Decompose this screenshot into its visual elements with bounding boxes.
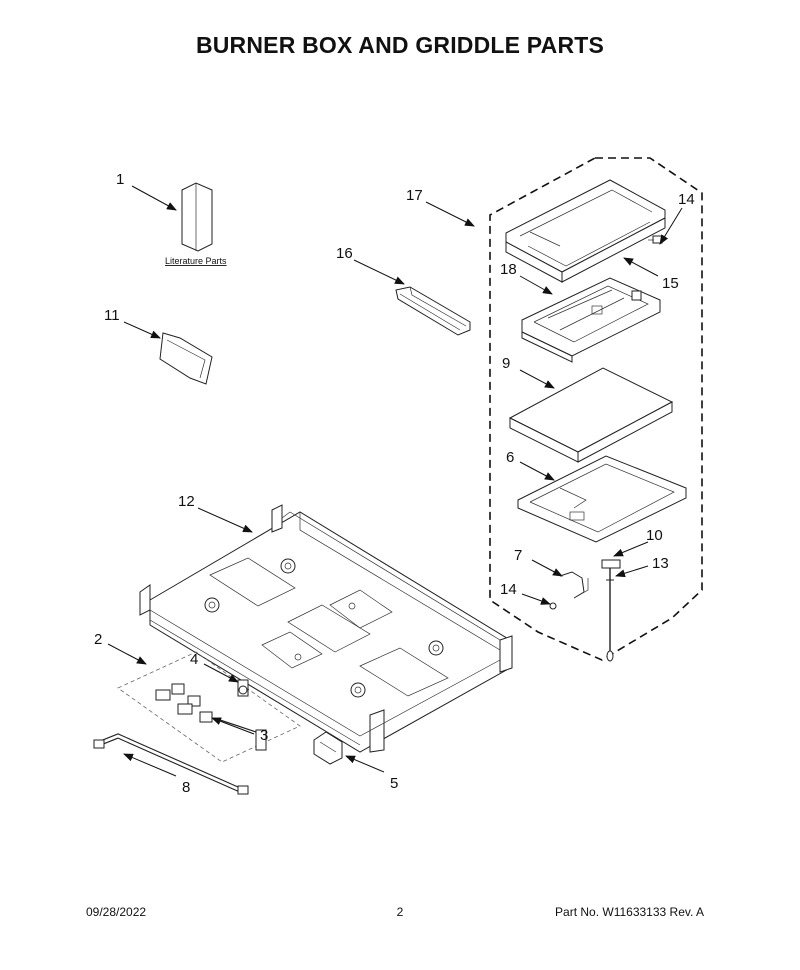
part-6-tray <box>517 455 687 543</box>
literature-parts-caption: Literature Parts <box>165 256 227 266</box>
callout-14-top: 14 <box>678 191 695 208</box>
callout-13: 13 <box>652 555 669 572</box>
callout-2: 2 <box>94 631 102 648</box>
callout-15: 15 <box>662 275 679 292</box>
part-16-trough <box>395 286 471 336</box>
callout-11: 11 <box>104 307 120 324</box>
part-griddle-pan <box>505 179 666 283</box>
part-1-literature <box>181 182 213 252</box>
callout-17: 17 <box>406 187 423 204</box>
callout-12: 12 <box>178 493 195 510</box>
callout-8: 8 <box>182 779 190 796</box>
callout-3: 3 <box>260 727 268 744</box>
part-2-valve-area <box>117 651 301 763</box>
part-9-insulation <box>508 367 674 463</box>
part-10-probe <box>601 559 621 662</box>
page-title: BURNER BOX AND GRIDDLE PARTS <box>195 32 605 58</box>
part-14-screw-top <box>648 235 663 244</box>
callout-9: 9 <box>502 355 510 372</box>
part-7-bracket <box>549 571 589 610</box>
part-2-valves <box>155 683 213 723</box>
part-8-tube <box>93 733 249 795</box>
callout-14-bottom: 14 <box>500 581 517 598</box>
part-18-frame <box>521 277 661 363</box>
part-12-burner-box <box>139 504 513 753</box>
callout-7: 7 <box>514 547 522 564</box>
footer-page-number: 2 <box>396 905 404 919</box>
callout-6: 6 <box>506 449 514 466</box>
part-3-harness <box>213 717 267 751</box>
footer-part-number: Part No. W11633133 Rev. A <box>555 905 704 919</box>
part-5-block <box>313 731 343 765</box>
callout-4: 4 <box>190 651 198 668</box>
callout-5: 5 <box>390 775 398 792</box>
callout-16: 16 <box>336 245 353 262</box>
callout-1: 1 <box>116 171 124 188</box>
footer-date: 09/28/2022 <box>86 905 147 919</box>
part-11-plate <box>159 332 213 385</box>
part-4-fitting <box>237 679 249 697</box>
callout-10: 10 <box>646 527 663 544</box>
callout-18: 18 <box>500 261 517 278</box>
